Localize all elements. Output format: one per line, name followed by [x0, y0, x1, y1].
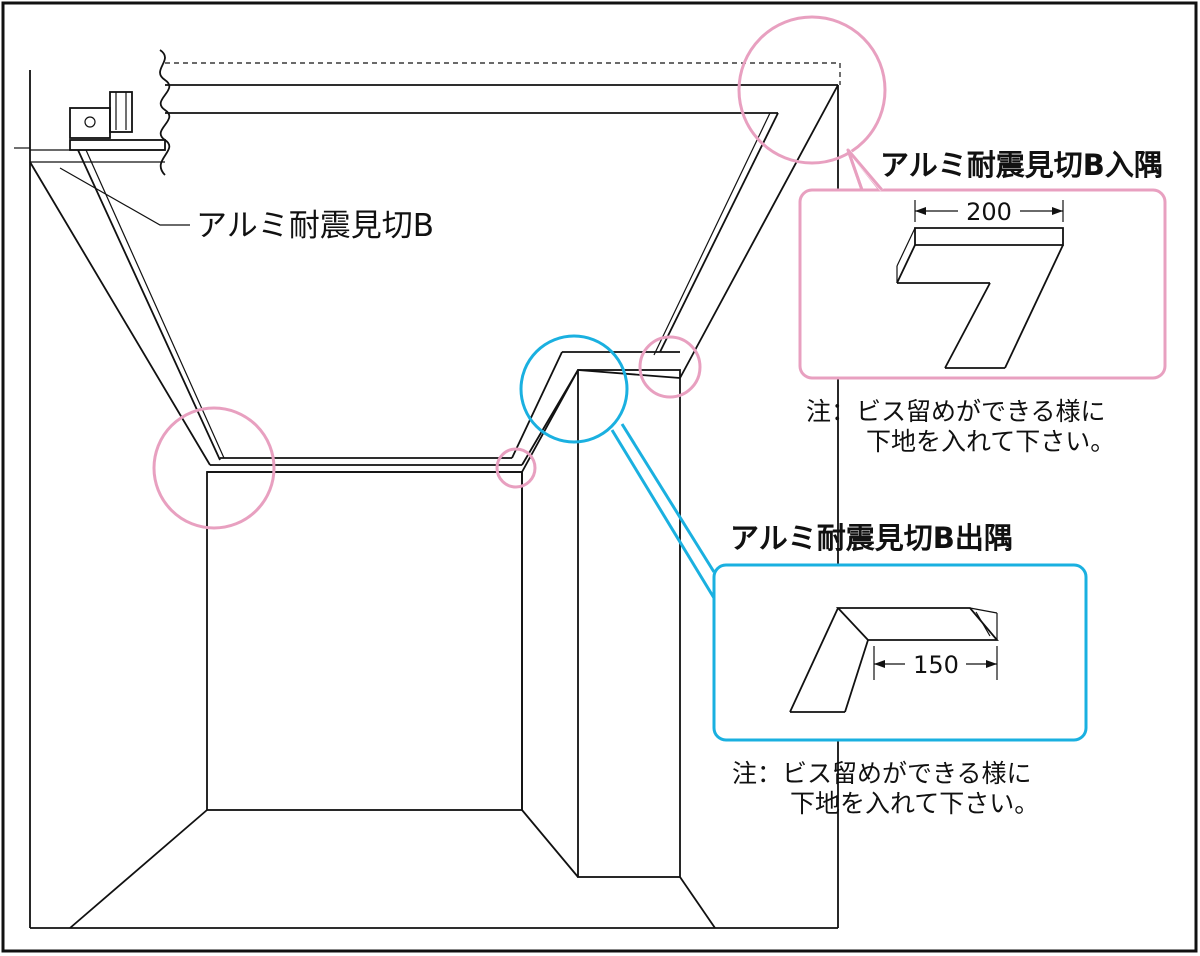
outer-corner-note-line1: 注：ビス留めができる様に	[732, 759, 1032, 788]
inner-corner-piece	[896, 227, 1064, 369]
walls	[69, 369, 716, 929]
material-label: アルミ耐震見切B	[196, 208, 434, 244]
outer-corner-callout: 150	[610, 423, 1088, 742]
outer-corner-dimension: 150	[873, 646, 998, 680]
inner-corner-title: アルミ耐震見切B入隅	[880, 148, 1163, 182]
inner-corner-circle-right	[638, 335, 702, 399]
inner-corner-highlights	[152, 15, 887, 530]
inner-corner-circle-small	[495, 447, 537, 489]
outer-corner-title: アルミ耐震見切B出隅	[730, 521, 1013, 555]
column-front	[577, 369, 681, 878]
outer-corner-note-line2: 下地を入れて下さい。	[790, 789, 1039, 818]
inner-corner-circle-top	[737, 15, 887, 165]
inner-corner-circle-left	[152, 406, 276, 530]
inner-corner-note-line1: 注：ビス留めができる様に	[806, 397, 1106, 426]
inner-corner-dimension-value: 200	[966, 198, 1012, 226]
outer-corner-box	[712, 563, 1088, 742]
outer-corner-piece	[789, 607, 999, 713]
inner-corner-note-line2: 下地を入れて下さい。	[866, 427, 1115, 456]
back-wall	[206, 471, 523, 811]
inner-corner-box	[798, 188, 1167, 380]
inner-corner-dimension: 200	[914, 198, 1064, 226]
outer-corner-circle	[519, 334, 629, 444]
outer-corner-dimension-value: 150	[913, 651, 959, 679]
ceiling-structure	[14, 49, 841, 929]
aluminum-trim-main	[29, 84, 839, 473]
inner-corner-callout: 200	[798, 148, 1167, 380]
material-leader-line	[59, 167, 190, 226]
